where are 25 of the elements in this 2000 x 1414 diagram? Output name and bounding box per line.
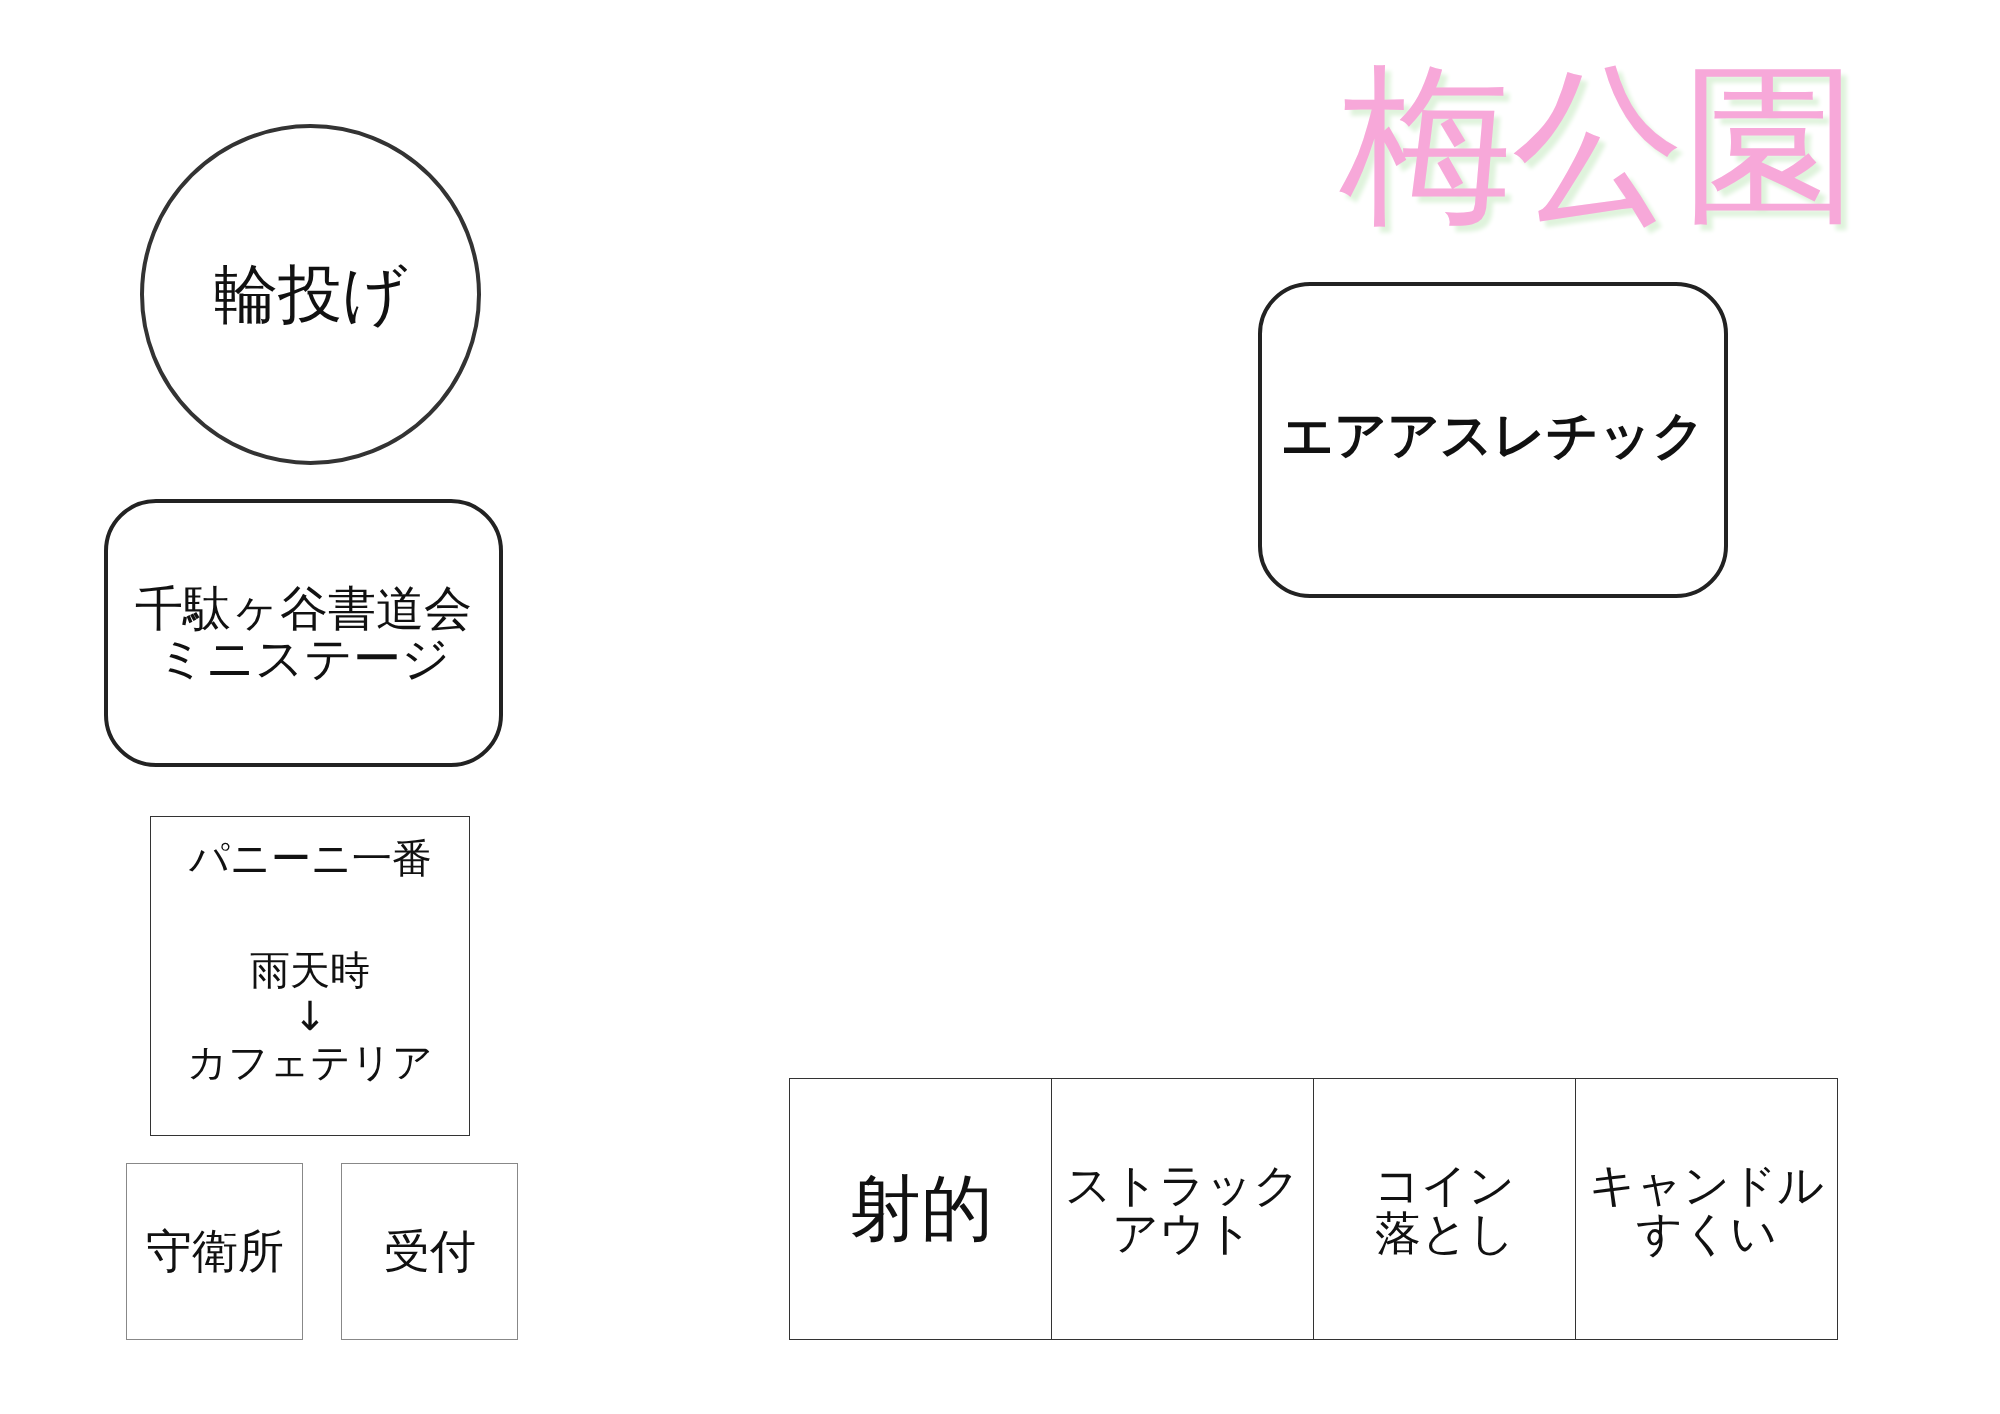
label-text: 守衛所: [145, 1227, 284, 1276]
label-text: 落とし: [1374, 1209, 1515, 1258]
stall-box: [1575, 1078, 1838, 1340]
label-text: ミニステージ: [157, 633, 450, 684]
label-text: ストラックアウト: [1064, 1160, 1301, 1258]
label-text: 受付: [383, 1227, 476, 1276]
label-text: カフェテリア: [187, 1041, 433, 1083]
label-text: パニーニ一番: [188, 837, 432, 879]
label-text: キャンドルすくい: [1588, 1160, 1825, 1258]
reception-box: [341, 1163, 518, 1340]
label-text: 千駄ヶ谷書道会: [135, 582, 472, 633]
label-text: エアアスレチック: [1281, 407, 1705, 463]
title: 梅公園: [1340, 50, 1856, 240]
stall-box: [789, 1078, 1052, 1340]
label-text: ↓: [293, 995, 327, 1037]
label-text: コイン: [1374, 1160, 1515, 1209]
stall-box: [1051, 1078, 1314, 1340]
shop-box: [150, 816, 470, 1136]
stall-box: [1313, 1078, 1576, 1340]
office-box: [126, 1163, 303, 1340]
label-text: 雨天時: [250, 949, 370, 991]
stage-box: [104, 499, 503, 767]
attraction-box: [1258, 282, 1728, 598]
label-text: 輪投げ: [213, 260, 408, 329]
label-text: 射的: [848, 1171, 993, 1247]
